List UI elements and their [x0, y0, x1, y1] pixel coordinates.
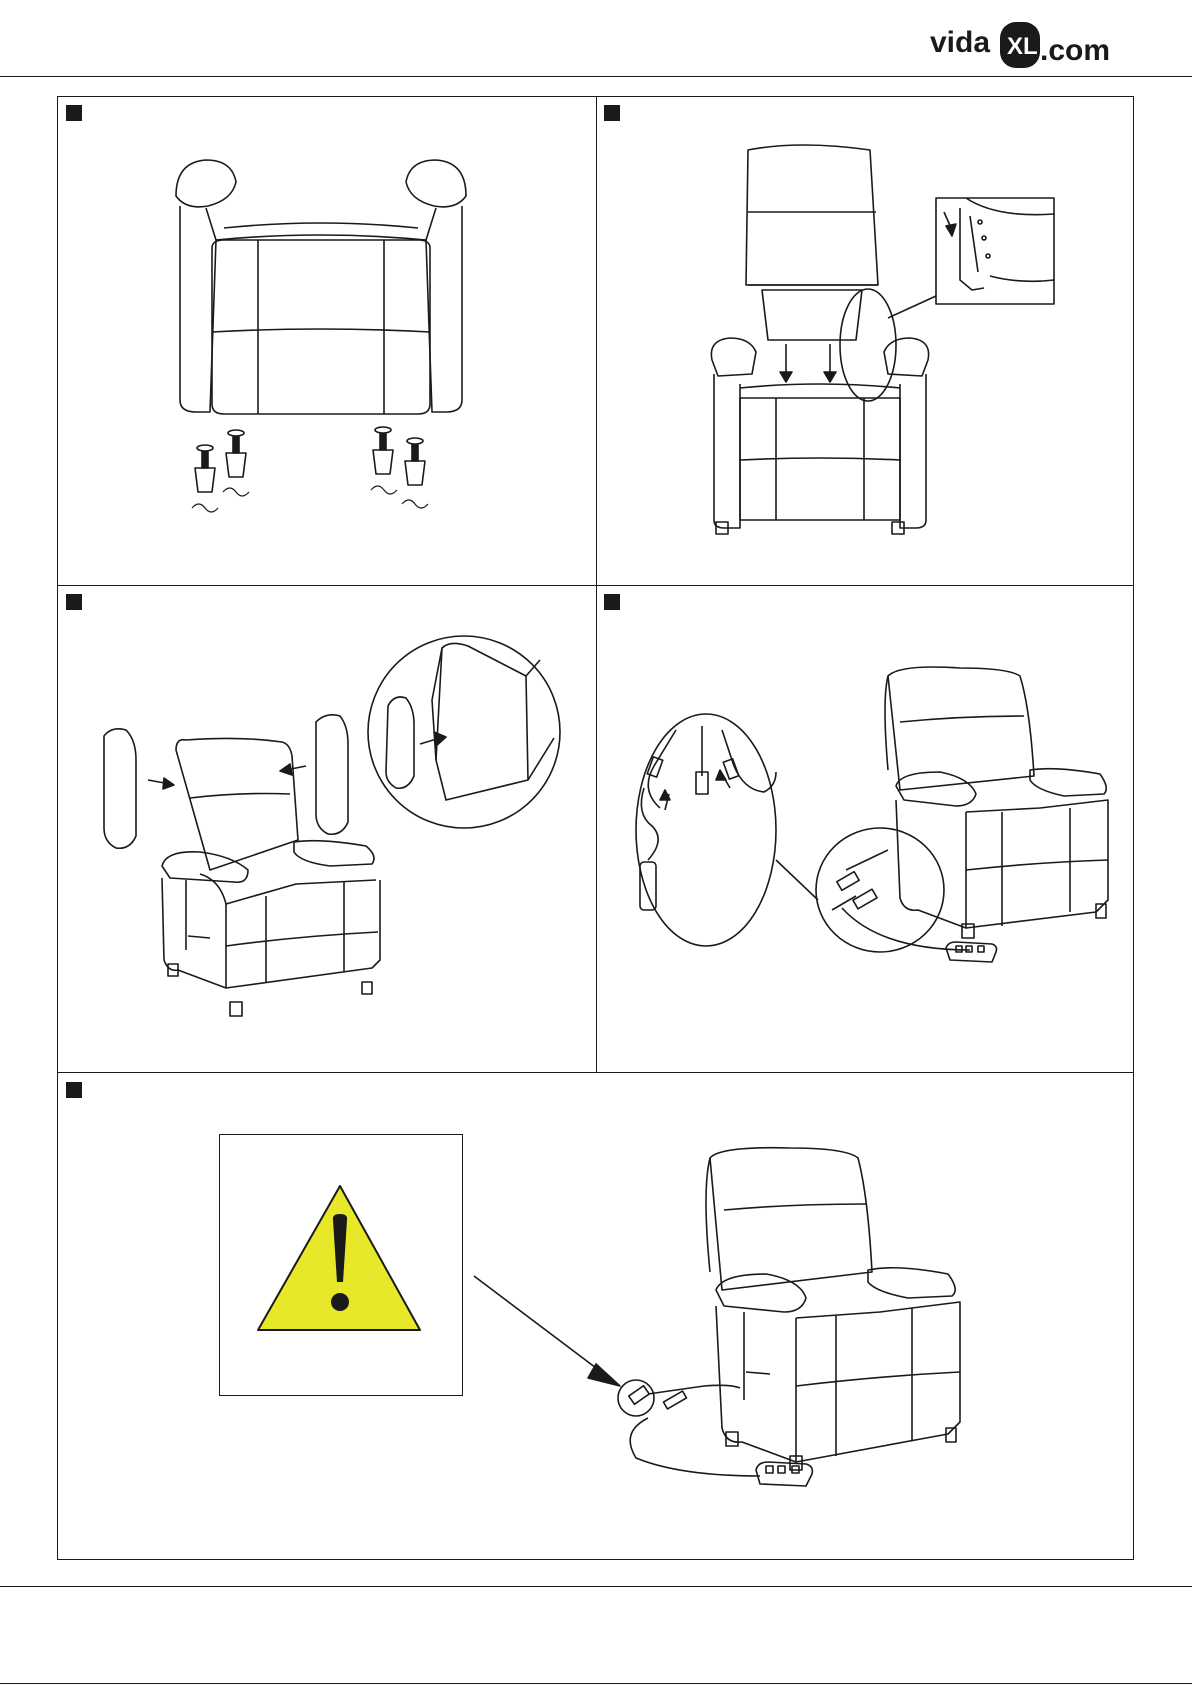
footer-divider [0, 1586, 1192, 1587]
page-bottom-rule [0, 1683, 1192, 1684]
warning-triangle-icon [258, 1186, 420, 1330]
